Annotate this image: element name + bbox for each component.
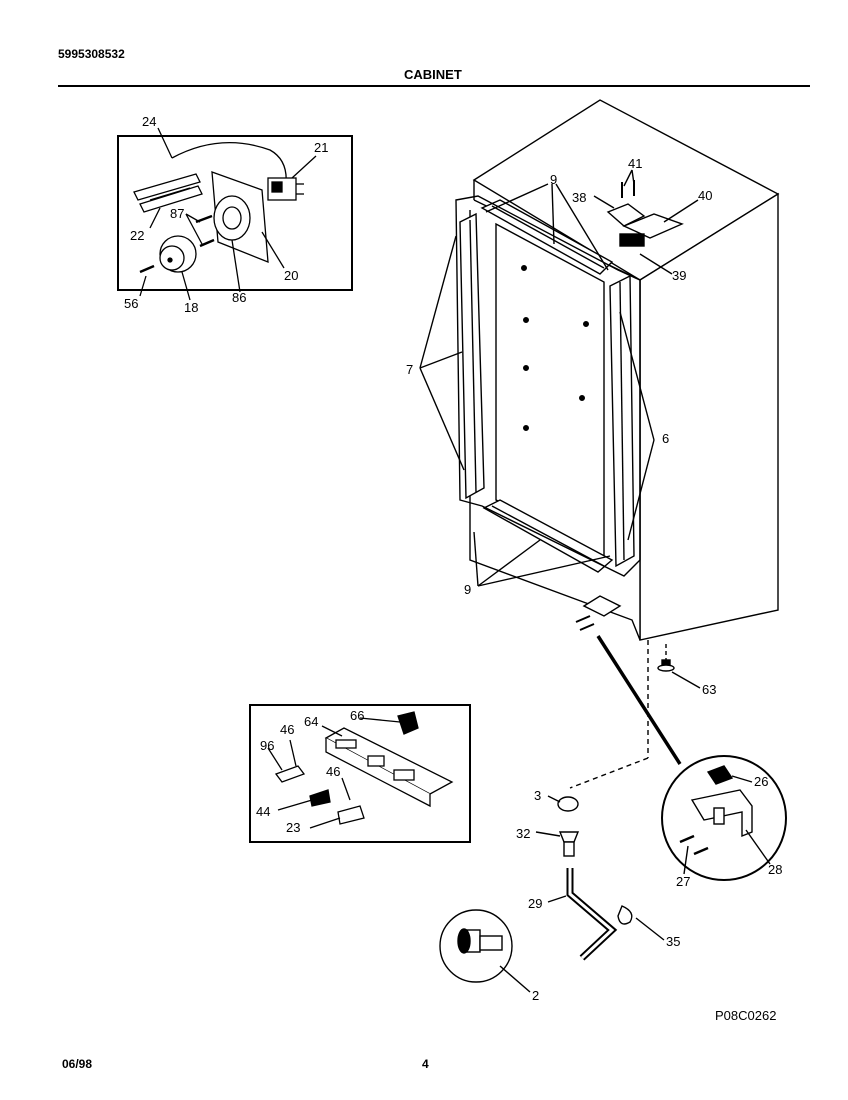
footer-date: 06/98 [62, 1057, 93, 1071]
callout-38: 38 [572, 190, 586, 205]
inset-frame-controls [249, 704, 471, 843]
callout-9-top: 9 [550, 172, 557, 187]
callout-96: 96 [260, 738, 274, 753]
callout-63: 63 [702, 682, 716, 697]
callout-26: 26 [754, 774, 768, 789]
callout-23: 23 [286, 820, 300, 835]
drawing-code: P08C0262 [715, 1008, 777, 1023]
callout-27: 27 [676, 874, 690, 889]
part-number: 5995308532 [58, 47, 125, 61]
callouts-top-inset: 24 21 87 22 20 56 18 86 [124, 114, 328, 315]
callout-44: 44 [256, 804, 270, 819]
cabinet-body [419, 99, 780, 789]
callout-20: 20 [284, 268, 298, 283]
light-assembly-inset [117, 127, 353, 301]
callouts-cabinet: 9 41 38 40 39 7 6 9 63 [406, 156, 716, 697]
callout-18: 18 [184, 300, 198, 315]
callout-46-b: 46 [326, 764, 340, 779]
callout-28: 28 [768, 862, 782, 877]
callout-6: 6 [662, 431, 669, 446]
callout-41: 41 [628, 156, 642, 171]
callout-66: 66 [350, 708, 364, 723]
callout-9-bottom: 9 [464, 582, 471, 597]
callout-21: 21 [314, 140, 328, 155]
page-number: 4 [422, 1057, 429, 1071]
callout-86: 86 [232, 290, 246, 305]
callouts-hardware: 3 32 29 35 2 [516, 788, 680, 1003]
callouts-middle-inset: 66 64 46 96 46 44 23 [256, 708, 364, 835]
callout-56: 56 [124, 296, 138, 311]
control-panel-inset [249, 704, 471, 843]
callout-7: 7 [406, 362, 413, 377]
hinge-detail [661, 755, 787, 881]
callout-32: 32 [516, 826, 530, 841]
drain-hardware [439, 795, 665, 993]
inset-frame-light [117, 135, 353, 291]
callout-39: 39 [672, 268, 686, 283]
callout-35: 35 [666, 934, 680, 949]
section-title: CABINET [404, 67, 462, 82]
callout-64: 64 [304, 714, 318, 729]
callout-40: 40 [698, 188, 712, 203]
callout-2: 2 [532, 988, 539, 1003]
callout-24: 24 [142, 114, 156, 129]
callout-46-a: 46 [280, 722, 294, 737]
callout-87: 87 [170, 206, 184, 221]
callouts-hinge-detail: 26 27 28 [676, 774, 782, 889]
callout-3: 3 [534, 788, 541, 803]
callout-29: 29 [528, 896, 542, 911]
callout-22: 22 [130, 228, 144, 243]
